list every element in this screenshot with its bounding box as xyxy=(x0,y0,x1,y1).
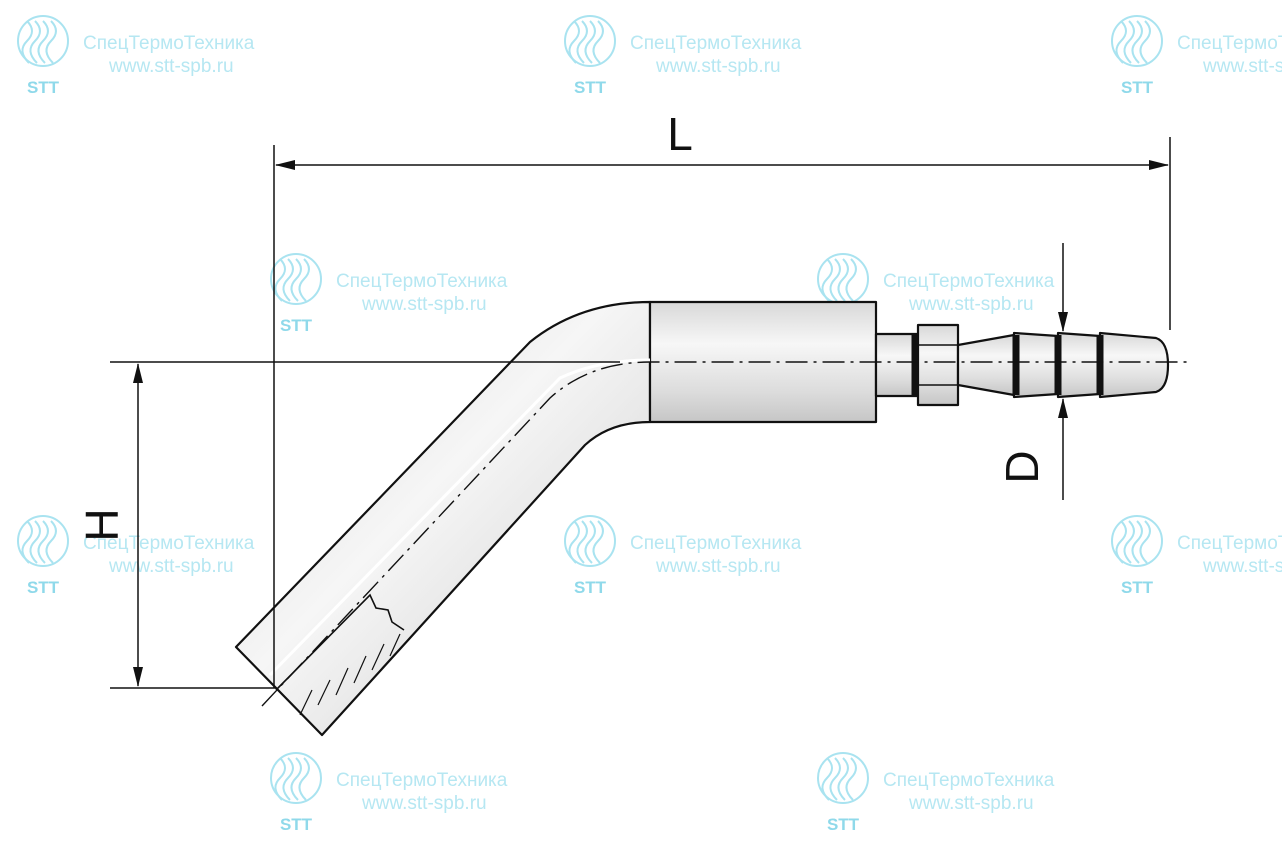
watermark-url: www.stt-spb.ru xyxy=(108,556,234,577)
watermark-url: www.stt-spb.ru xyxy=(1202,556,1282,577)
wave-circle-icon xyxy=(1111,515,1163,567)
watermark-logo-text: STT xyxy=(280,815,313,834)
wave-circle-icon xyxy=(817,752,869,804)
grooves xyxy=(911,333,1104,397)
watermark-company: СпецТермоТехника xyxy=(336,770,508,791)
watermark-url: www.stt-spb.ru xyxy=(361,294,487,315)
barb-1 xyxy=(1012,331,1060,399)
watermark-company: СпецТермоТехника xyxy=(83,33,255,54)
wave-circle-icon xyxy=(564,15,616,67)
wave-circle-icon xyxy=(1111,15,1163,67)
dim-label-L: L xyxy=(667,108,693,160)
watermark-company: СпецТермоТехника xyxy=(630,33,802,54)
watermark-company: СпецТермоТехника xyxy=(83,533,255,554)
wave-circle-icon xyxy=(564,515,616,567)
wave-circle-icon xyxy=(17,15,69,67)
center-line xyxy=(261,361,1190,707)
neck xyxy=(874,332,920,398)
watermark-logo-text: STT xyxy=(1121,78,1154,97)
watermark-url: www.stt-spb.ru xyxy=(908,793,1034,814)
watermark-company: СпецТермоТехника xyxy=(1177,33,1282,54)
watermark-url: www.stt-spb.ru xyxy=(655,556,781,577)
wave-circle-icon xyxy=(270,752,322,804)
fitting-body xyxy=(234,300,1170,737)
watermark-url: www.stt-spb.ru xyxy=(108,56,234,77)
barb-2 xyxy=(1056,331,1102,399)
watermark-company: СпецТермоТехника xyxy=(883,770,1055,791)
watermark-logo-text: STT xyxy=(574,78,607,97)
watermark-logo-text: STT xyxy=(574,578,607,597)
wave-circle-icon xyxy=(817,253,869,305)
watermark-url: www.stt-spb.ru xyxy=(908,294,1034,315)
wave-circle-icon xyxy=(17,515,69,567)
barb-tip xyxy=(1098,331,1170,399)
dim-label-D: D xyxy=(996,450,1048,483)
dim-label-H: H xyxy=(76,508,128,541)
cutaway-detail xyxy=(268,358,651,716)
hex-nut xyxy=(916,323,960,407)
wave-circle-icon xyxy=(270,253,322,305)
watermark-url: www.stt-spb.ru xyxy=(1202,56,1282,77)
watermark-url: www.stt-spb.ru xyxy=(361,793,487,814)
watermark-company: СпецТермоТехника xyxy=(1177,533,1282,554)
watermark-logo-text: STT xyxy=(27,78,60,97)
watermark-logo-text: STT xyxy=(1121,578,1154,597)
watermark-url: www.stt-spb.ru xyxy=(655,56,781,77)
watermark-logo-text: STT xyxy=(27,578,60,597)
watermark-logo-text: STT xyxy=(827,815,860,834)
barb-stem xyxy=(956,333,1016,397)
dimension-lines xyxy=(110,137,1171,689)
watermark-company: СпецТермоТехника xyxy=(883,271,1055,292)
watermark-company: СпецТермоТехника xyxy=(336,271,508,292)
watermark-layer: STTСпецТермоТехникаwww.stt-spb.ruSTTСпец… xyxy=(17,15,1282,834)
watermark-logo-text: STT xyxy=(280,316,313,335)
watermark-company: СпецТермоТехника xyxy=(630,533,802,554)
